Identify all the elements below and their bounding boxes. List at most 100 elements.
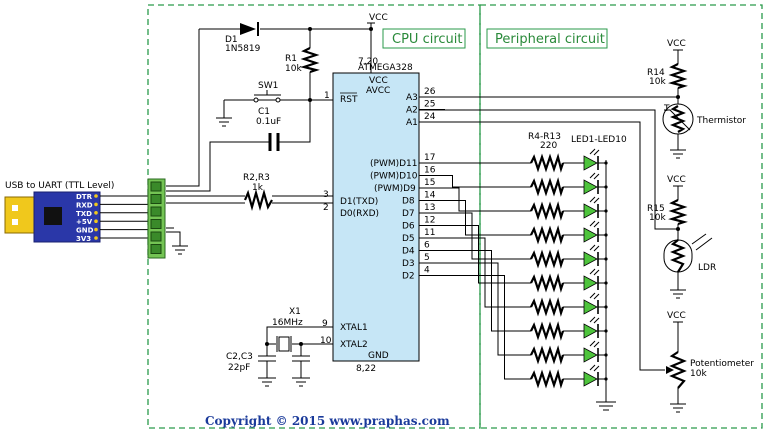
led-diode — [583, 155, 598, 171]
x1-value: 16MHz — [272, 318, 303, 328]
led-wire — [419, 237, 606, 308]
usb-gnd-wire — [166, 227, 188, 255]
mcu-digital-pin: 12 — [424, 216, 435, 226]
r14-value: 10k — [649, 77, 666, 87]
led-wire — [419, 187, 606, 212]
pot-wiper — [666, 366, 674, 374]
usb-pin-label: +5V — [76, 218, 93, 226]
d1-ref: D1 — [225, 35, 238, 45]
pot-name: Potentiometer — [690, 359, 754, 369]
switch-sw1 — [254, 90, 281, 96]
rst-pin: 1 — [324, 91, 330, 101]
a1-wire — [419, 121, 665, 371]
thermistor-t: T — [663, 104, 670, 114]
peripheral-label-box — [486, 28, 608, 49]
led-common-ground — [596, 160, 616, 411]
capacitor-c2 — [258, 344, 276, 387]
led-diode — [583, 251, 598, 267]
usb-pin-pad — [94, 227, 98, 232]
mcu-digital-label: (PWM)D11 — [370, 159, 418, 169]
cpu-label-box — [382, 28, 466, 49]
led-diode — [583, 347, 598, 363]
led-resistor — [530, 321, 565, 341]
r23-value: 1k — [252, 183, 264, 193]
cpu-section-label: CPU circuit — [392, 32, 462, 47]
mcu-digital-label: D4 — [402, 247, 415, 257]
mcu-rst-label: RST — [340, 95, 358, 105]
ldr-element — [670, 239, 686, 273]
led-resistor — [530, 273, 565, 293]
connector-pin — [150, 206, 162, 217]
resistor-r2-r3 — [243, 188, 273, 212]
r14-ref: R14 — [647, 68, 665, 78]
mcu-digital-label: D7 — [402, 209, 415, 219]
mcu-digital-pin: 6 — [424, 241, 430, 251]
usb-pin-pad — [94, 194, 98, 198]
led-diode — [583, 275, 598, 291]
mcu-digital-pin: 13 — [424, 203, 435, 213]
copyright: Copyright © 2015 www.praphas.com — [205, 414, 450, 428]
ldr-wires — [670, 185, 686, 299]
led-diode — [583, 371, 598, 387]
mcu-analog-label: A1 — [406, 118, 418, 128]
c23-ref: C2,C3 — [226, 352, 253, 362]
led-light-arrows — [589, 268, 600, 276]
led-resistor — [530, 177, 565, 197]
led-resistor — [530, 345, 565, 365]
x1-ref: X1 — [289, 307, 301, 317]
usb-title: USB to UART (TTL Level) — [5, 181, 114, 191]
r413-ref: R4-R13 — [528, 132, 561, 142]
potentiometer — [669, 351, 687, 389]
dtr-vcc-wire — [166, 29, 200, 187]
led-diode — [583, 203, 598, 219]
capacitor-c3 — [292, 355, 310, 387]
mcu-digital-pin: 15 — [424, 178, 435, 188]
led-light-arrows — [589, 364, 600, 372]
led-light-arrows — [589, 172, 600, 180]
led-light-arrows — [589, 292, 600, 300]
mcu-digital-label: D8 — [402, 197, 415, 207]
sw1-ground — [216, 99, 233, 127]
rxd-pin: 2 — [323, 203, 329, 213]
pot-value: 10k — [690, 369, 707, 379]
led-light-arrows — [589, 196, 600, 204]
r413-value: 220 — [540, 141, 557, 151]
led-resistor — [530, 225, 565, 245]
led-resistor — [530, 369, 565, 389]
mcu-power-pins: 7,20 — [358, 57, 378, 67]
usb-pin-pad — [94, 219, 98, 223]
usb-pin-label: TXD — [76, 210, 92, 218]
usb-pin-pad — [94, 211, 98, 215]
c1-wire — [166, 100, 311, 192]
mcu-digital-pin: 11 — [424, 228, 435, 238]
mcu-gnd-pins: 8,22 — [356, 364, 376, 374]
led-diode — [583, 323, 598, 339]
mcu-txd-label: D1(TXD) — [340, 197, 378, 207]
vcc-top-label: VCC — [369, 13, 388, 23]
thermistor-label: Thermistor — [696, 116, 746, 126]
usb-pin-pad — [94, 202, 98, 207]
a2-node — [676, 227, 680, 231]
mcu-analog-pin: 26 — [424, 87, 436, 97]
led-wire — [419, 225, 606, 284]
mcu-analog-label: A3 — [406, 93, 418, 103]
vcc-pot-label: VCC — [667, 311, 686, 321]
sw1-contact-left — [253, 97, 259, 103]
led-resistor — [530, 153, 565, 173]
usb-plug-hole-b — [12, 219, 18, 225]
led-wire — [419, 175, 606, 188]
usb-pin-label: 3V3 — [76, 235, 91, 243]
usb-pin-label: GND — [76, 227, 94, 235]
led-light-arrows — [589, 220, 600, 228]
peripheral-section-label: Peripheral circuit — [495, 32, 605, 47]
mcu-digital-label: D6 — [402, 222, 415, 232]
mcu-xtal2-label: XTAL2 — [340, 340, 368, 350]
resistor-r14 — [668, 63, 688, 90]
led-resistor — [530, 297, 565, 317]
led-bank — [419, 148, 608, 389]
mcu-digital-pin: 4 — [424, 266, 430, 276]
mcu-digital-label: D3 — [402, 259, 415, 269]
xtal1-pin: 9 — [322, 319, 328, 329]
mcu-avcc-label: AVCC — [366, 86, 390, 96]
led-light-arrows — [589, 316, 600, 324]
